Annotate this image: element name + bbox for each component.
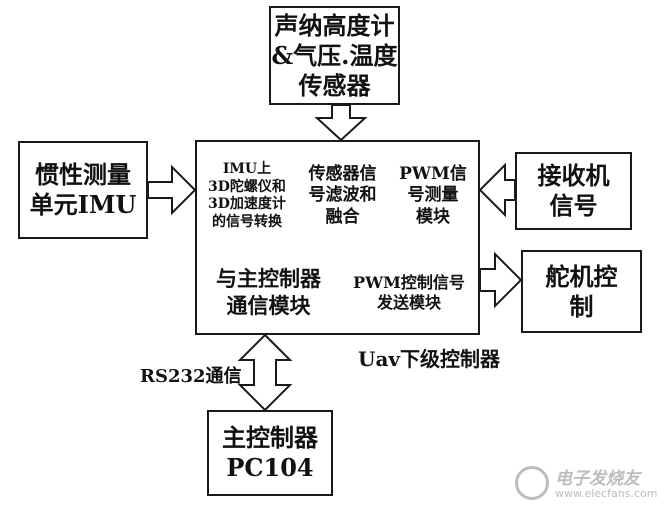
watermark-logo-icon [515, 466, 549, 500]
arrow-controller-pc104 [237, 333, 293, 412]
imu-signal-conversion-cell: IMU上 3D陀螺仪和 3D加速度计 的信号转换 [208, 161, 286, 230]
pwm-send-cell: PWM控制信号 发送模块 [353, 272, 465, 312]
arrow-imu-to-controller [147, 164, 197, 216]
arrow-controller-to-servo [479, 251, 523, 309]
imu-box: 惯性测量 单元IMU [18, 141, 148, 239]
lower-controller-box [195, 140, 480, 335]
comm-module-cell: 与主控制器 通信模块 [216, 266, 321, 318]
main-controller-label: 主控制器 PC104 [222, 423, 318, 482]
sonar-sensor-label: 声纳高度计 &气压.温度 传感器 [271, 10, 398, 100]
rs232-label: RS232通信 [140, 366, 242, 387]
watermark-cn: 电子发烧友 [555, 469, 640, 489]
arrow-sonar-to-controller [314, 104, 368, 142]
servo-control-box: 舵机控 制 [521, 250, 642, 333]
receiver-box: 接收机 信号 [515, 152, 632, 230]
receiver-label: 接收机 信号 [537, 161, 610, 220]
imu-label: 惯性测量 单元IMU [29, 160, 137, 219]
arrow-receiver-to-controller [478, 162, 516, 218]
main-controller-box: 主控制器 PC104 [207, 410, 333, 496]
sonar-sensor-box: 声纳高度计 &气压.温度 传感器 [269, 6, 400, 105]
sensor-fusion-cell: 传感器信 号滤波和 融合 [308, 164, 377, 227]
lower-controller-label: Uav下级控制器 [358, 347, 501, 371]
pwm-measure-cell: PWM信 号测量 模块 [399, 164, 467, 227]
servo-control-label: 舵机控 制 [545, 261, 618, 321]
watermark-url: www.elecfans.com [555, 487, 658, 500]
watermark: 电子发烧友 www.elecfans.com [515, 462, 658, 506]
